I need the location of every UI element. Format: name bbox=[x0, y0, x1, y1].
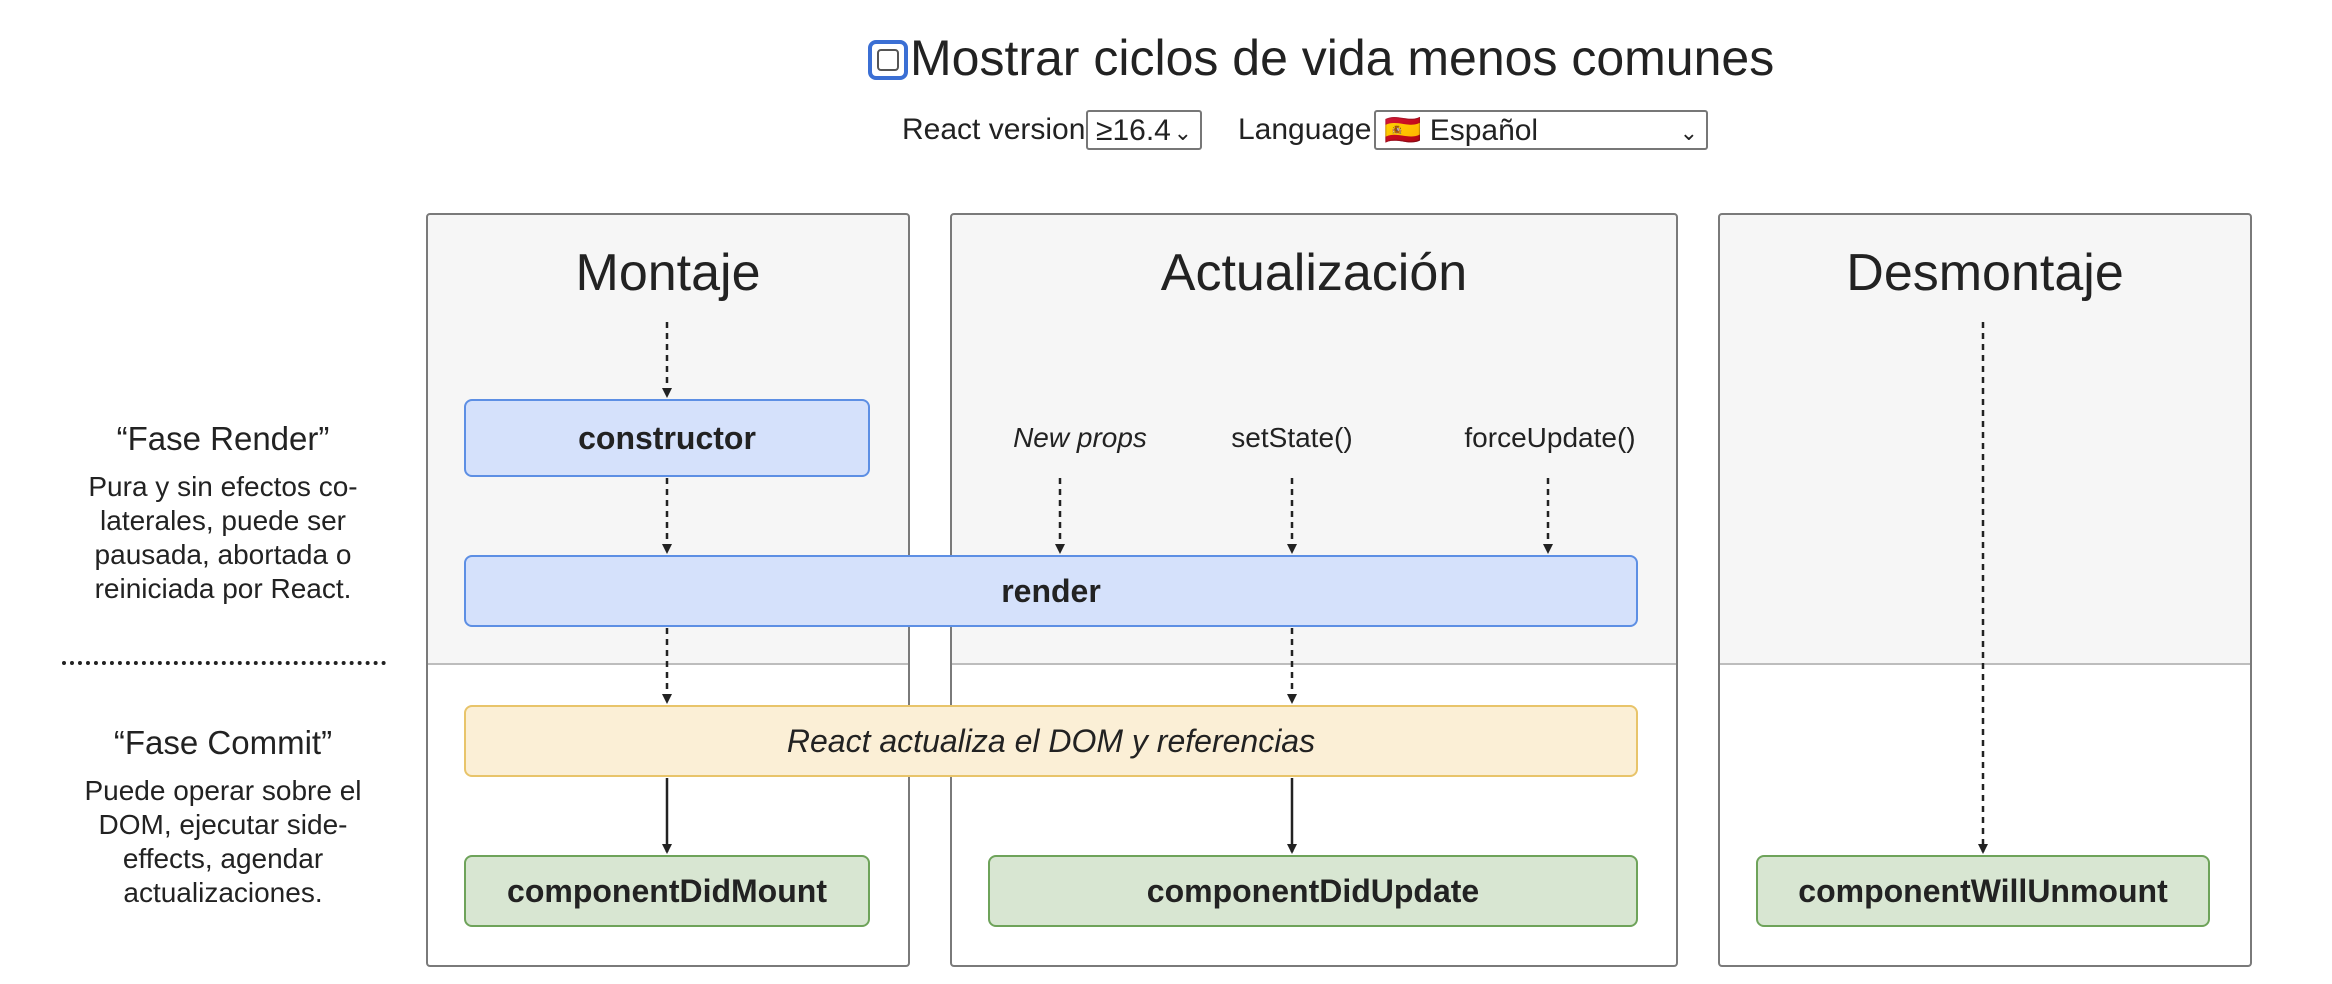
trigger-set-state: setState() bbox=[1231, 422, 1353, 453]
component-did-update-node[interactable]: componentDidUpdate bbox=[988, 855, 1638, 927]
language-select[interactable]: 🇪🇸 Español ⌄ bbox=[1374, 110, 1708, 150]
constructor-node[interactable]: constructor bbox=[464, 399, 870, 477]
unmounting-title: Desmontaje bbox=[1846, 244, 2124, 302]
controls-bar: Mostrar ciclos de vida menos comunes bbox=[0, 28, 2332, 88]
phase-divider bbox=[62, 661, 386, 665]
commit-phase-description: Puede operar sobre el DOM, ejecutar side… bbox=[84, 775, 362, 908]
chevron-down-icon: ⌄ bbox=[1173, 120, 1192, 145]
react-version-label: React version bbox=[902, 113, 1086, 146]
dom-update-node: React actualiza el DOM y referencias bbox=[464, 705, 1638, 777]
unmounting-column: Desmontaje bbox=[1718, 213, 2252, 967]
trigger-new-props: New props bbox=[1013, 422, 1147, 453]
commit-phase-title: “Fase Commit” bbox=[113, 724, 333, 761]
checkbox-box[interactable] bbox=[877, 49, 899, 71]
component-will-unmount-node[interactable]: componentWillUnmount bbox=[1756, 855, 2210, 927]
language-label: Language bbox=[1238, 113, 1372, 146]
react-version-value: ≥16.4 bbox=[1096, 114, 1171, 147]
react-version-select[interactable]: ≥16.4 ⌄ bbox=[1086, 110, 1202, 150]
render-node[interactable]: render bbox=[464, 555, 1638, 627]
render-phase-title: “Fase Render” bbox=[116, 420, 330, 457]
language-value: 🇪🇸 Español bbox=[1384, 114, 1539, 147]
render-phase-description: Pura y sin efectos co-laterales, puede s… bbox=[88, 471, 358, 604]
chevron-down-icon: ⌄ bbox=[1679, 120, 1698, 145]
component-did-mount-node[interactable]: componentDidMount bbox=[464, 855, 870, 927]
show-uncommon-lifecycles-label[interactable]: Mostrar ciclos de vida menos comunes bbox=[910, 30, 1775, 86]
show-uncommon-lifecycles-checkbox[interactable] bbox=[868, 40, 908, 80]
updating-title: Actualización bbox=[1160, 244, 1468, 302]
trigger-force-update: forceUpdate() bbox=[1464, 422, 1636, 453]
language-control: Language bbox=[1238, 108, 1378, 152]
react-version-control: React version bbox=[902, 108, 1202, 152]
mounting-title: Montaje bbox=[575, 244, 761, 302]
